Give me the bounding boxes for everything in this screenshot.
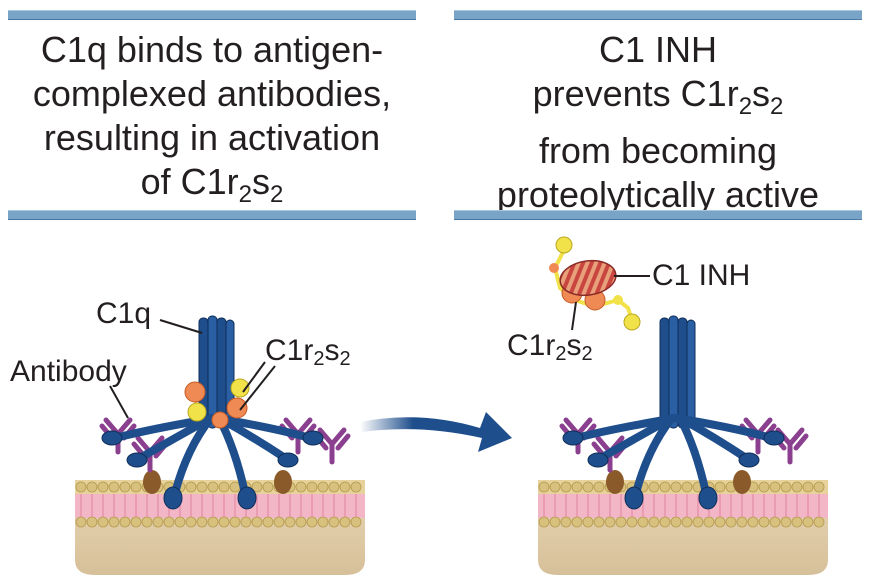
left-title-line-3: resulting in activation — [43, 117, 381, 158]
c1rs-right-leader — [571, 301, 577, 331]
antibody-leader — [109, 385, 129, 419]
left-c1r2s2-complex — [184, 378, 250, 429]
left-title-sub-1: 2 — [238, 181, 253, 209]
left-header: C1q binds to antigen- complexed antibodi… — [8, 10, 416, 220]
right-header-text: C1 INH prevents C1r2s2 from becoming pro… — [454, 28, 862, 217]
right-header-top-bar — [454, 10, 862, 20]
label-antibody: Antibody — [10, 355, 127, 388]
left-title-line-4: of C1r2s2 — [8, 160, 416, 217]
label-c1q: C1q — [96, 297, 151, 330]
right-header: C1 INH prevents C1r2s2 from becoming pro… — [454, 10, 862, 220]
left-header-text: C1q binds to antigen- complexed antibodi… — [8, 28, 416, 217]
c1q-leader — [159, 319, 203, 334]
right-title-sub-1: 2 — [738, 93, 753, 121]
label-c1inh: C1 INH — [652, 259, 750, 292]
right-title-line-2: prevents C1r2s2 — [454, 72, 862, 129]
c1rs-leader-2 — [239, 365, 276, 411]
right-title-line-3: from becoming — [538, 130, 778, 172]
left-header-top-bar — [8, 10, 416, 20]
right-membrane-protein-1 — [606, 470, 624, 494]
right-title-line-2-prefix: prevents C1r — [532, 73, 739, 114]
left-header-bottom-bar — [8, 210, 416, 220]
right-cell-membrane — [537, 479, 829, 576]
label-c1r2s2-left: C1r2s2 — [265, 334, 351, 370]
left-title-sub-2: 2 — [270, 181, 284, 209]
transition-arrow — [360, 412, 512, 452]
left-title-line-1: C1q binds to antigen- — [40, 29, 384, 70]
left-title-line-4-mid: s — [252, 161, 271, 202]
left-membrane-protein-2 — [274, 470, 292, 494]
c1inh-complex — [549, 236, 641, 331]
right-membrane-protein-2 — [733, 470, 751, 494]
right-title-sub-2: 2 — [770, 93, 784, 121]
label-c1r2s2-right: C1r2s2 — [507, 329, 593, 365]
left-title-line-2: complexed antibodies, — [32, 73, 392, 114]
right-title-line-2-mid: s — [752, 73, 771, 114]
right-header-bottom-bar — [454, 210, 862, 220]
left-title-line-4-prefix: of C1r — [140, 161, 239, 202]
left-cell-membrane — [74, 479, 366, 576]
right-title-line-4: proteolytically active — [496, 174, 820, 216]
left-membrane-protein-1 — [143, 470, 161, 494]
c1rs-leader-1 — [242, 361, 266, 393]
right-title-line-1: C1 INH — [598, 29, 718, 70]
